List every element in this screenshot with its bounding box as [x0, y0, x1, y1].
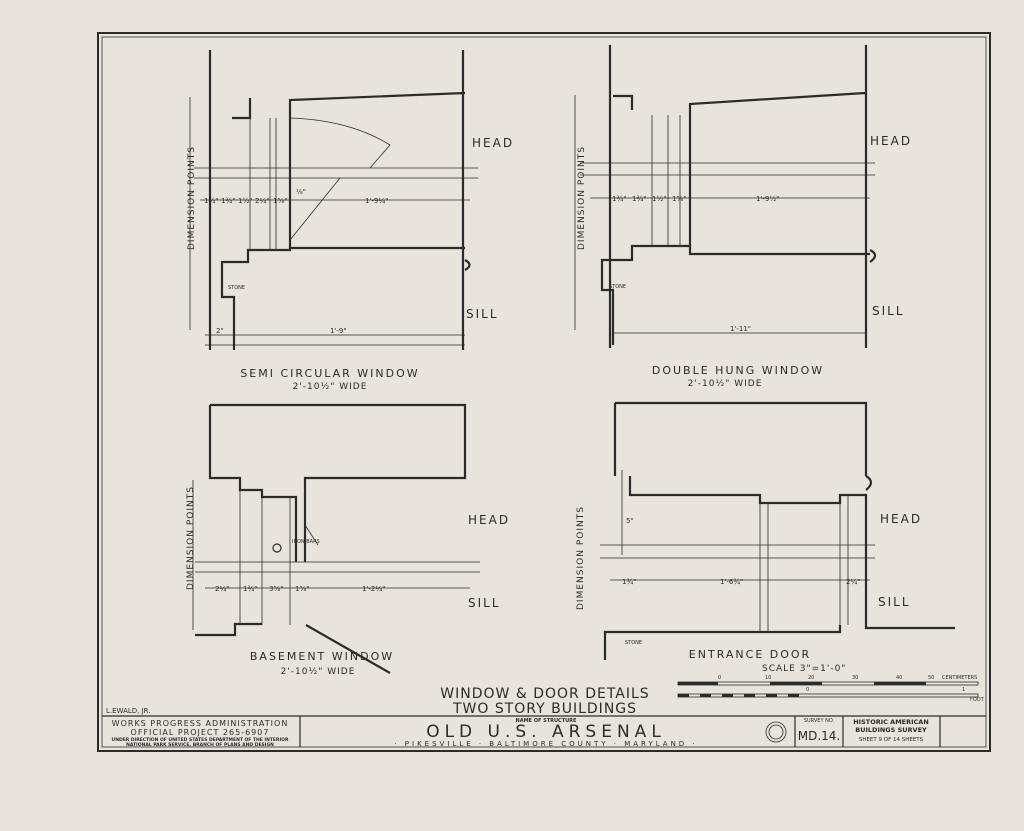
entrance-door-detail: DIMENSION POINTS HEAD SILL STONE 1¾" 5" … [576, 401, 955, 661]
scale-tick-label: 30 [852, 675, 858, 681]
dimension: 3⅝" [269, 585, 283, 593]
sill-label: SILL [466, 307, 499, 321]
stone-label: STONE [228, 285, 245, 291]
scale-tick-label: 1 [962, 687, 965, 693]
dimension: 2¼" [846, 578, 860, 586]
habs-title: HISTORIC AMERICAN [853, 718, 929, 726]
head-label: HEAD [880, 512, 922, 526]
scale-tick-label: 0 [718, 675, 721, 681]
scale-unit: CENTIMETERS [942, 675, 977, 681]
dimension: 2¼" [215, 585, 229, 593]
dimension: 1¾" [243, 585, 257, 593]
stone-label: STONE [625, 640, 642, 646]
delineator: L.EWALD, JR. [106, 707, 151, 715]
dimension: 1'-9¼" [365, 197, 388, 205]
seal-icon [765, 721, 787, 743]
project-number: OFFICIAL PROJECT 265-6907 [131, 728, 270, 737]
dimension: ⅛" [296, 188, 306, 196]
sill-label: SILL [878, 595, 911, 609]
dimension: 1⅝" [672, 195, 686, 203]
sheet-border [97, 32, 991, 752]
dimension: 1¾" [622, 578, 636, 586]
sheet-title: WINDOW & DOOR DETAILS [440, 686, 649, 702]
scale-tick-label: 20 [808, 675, 814, 681]
dimension: 1'-2¼" [362, 585, 385, 593]
dimension-points-label: DIMENSION POINTS [577, 146, 587, 250]
basement-window-detail: DIMENSION POINTS HEAD SILL IRON BARS 2¼"… [186, 403, 510, 677]
detail-width: 2'-10½" WIDE [293, 382, 368, 392]
dimension: 2" [216, 327, 224, 335]
dimension-points-label: DIMENSION POINTS [576, 506, 586, 610]
dimension: 1¾" [632, 195, 646, 203]
dimension: 1¾" [221, 197, 235, 205]
agency: WORKS PROGRESS ADMINISTRATION [112, 719, 289, 728]
scale-unit: FOOT [970, 697, 985, 703]
graphic-scale: SCALE 3"=1'-0" 0 10 20 30 40 50 CENTIMET… [677, 664, 985, 703]
survey-number: MD.14. [798, 729, 841, 743]
survey-label: SURVEY NO. [804, 718, 835, 724]
dimension: 1½" [238, 197, 252, 205]
structure-location: · PIKESVILLE · BALTIMORE COUNTY · MARYLA… [394, 740, 697, 748]
detail-title: SEMI CIRCULAR WINDOW [240, 367, 419, 380]
dimension: 1¾" [612, 195, 626, 203]
sill-label: SILL [468, 596, 501, 610]
iron-bars-label: IRON BARS [292, 539, 320, 545]
structure-name: OLD U.S. ARSENAL [426, 722, 666, 742]
detail-title: BASEMENT WINDOW [250, 650, 394, 663]
double-hung-window-detail: DIMENSION POINTS HEAD SILL STONE 1¾" 1¾"… [574, 45, 912, 389]
dimension: 1'-11" [730, 325, 751, 333]
sheet-subtitle: TWO STORY BUILDINGS [452, 701, 637, 717]
direction: UNDER DIRECTION OF UNITED STATES DEPARTM… [112, 737, 289, 743]
head-label: HEAD [472, 136, 514, 150]
service: NATIONAL PARK SERVICE, BRANCH OF PLANS A… [126, 742, 274, 748]
dimension: 1½" [652, 195, 666, 203]
sill-label: SILL [872, 304, 905, 318]
dimension-points-label: DIMENSION POINTS [187, 146, 197, 250]
detail-width: 2'-10½" WIDE [281, 667, 356, 677]
scale-tick-label: 0 [806, 687, 809, 693]
head-label: HEAD [468, 513, 510, 527]
scale-label: SCALE 3"=1'-0" [762, 664, 846, 674]
dimension: 2¼" [255, 197, 269, 205]
sheet-inner-border [101, 36, 987, 748]
dimension: 5" [626, 517, 634, 525]
name-of-structure-label: NAME OF STRUCTURE [516, 718, 578, 724]
stone-label: STONE [609, 284, 626, 290]
dimension: 1'-6¾" [720, 578, 743, 586]
scale-tick-label: 50 [928, 675, 934, 681]
dimension-points-label: DIMENSION POINTS [186, 486, 196, 590]
semi-circular-window-detail: DIMENSION POINTS HEAD SILL STONE 1¾" 1¾"… [187, 50, 514, 392]
title-block: WORKS PROGRESS ADMINISTRATION OFFICIAL P… [102, 715, 986, 748]
dimension: 1'-9" [330, 327, 347, 335]
dimension: 1'-9½" [756, 195, 779, 203]
head-label: HEAD [870, 134, 912, 148]
dimension: 1⅝" [273, 197, 287, 205]
dimension: 1¾" [204, 197, 218, 205]
detail-width: 2'-10½" WIDE [688, 379, 763, 389]
detail-title: ENTRANCE DOOR [689, 648, 811, 661]
dimension: 1⅝" [295, 585, 309, 593]
scale-tick-label: 40 [896, 675, 902, 681]
habs-title: BUILDINGS SURVEY [855, 726, 927, 734]
detail-title: DOUBLE HUNG WINDOW [652, 364, 824, 377]
sheet-number: SHEET 9 OF 14 SHEETS [859, 737, 924, 743]
scale-tick-label: 10 [765, 675, 771, 681]
